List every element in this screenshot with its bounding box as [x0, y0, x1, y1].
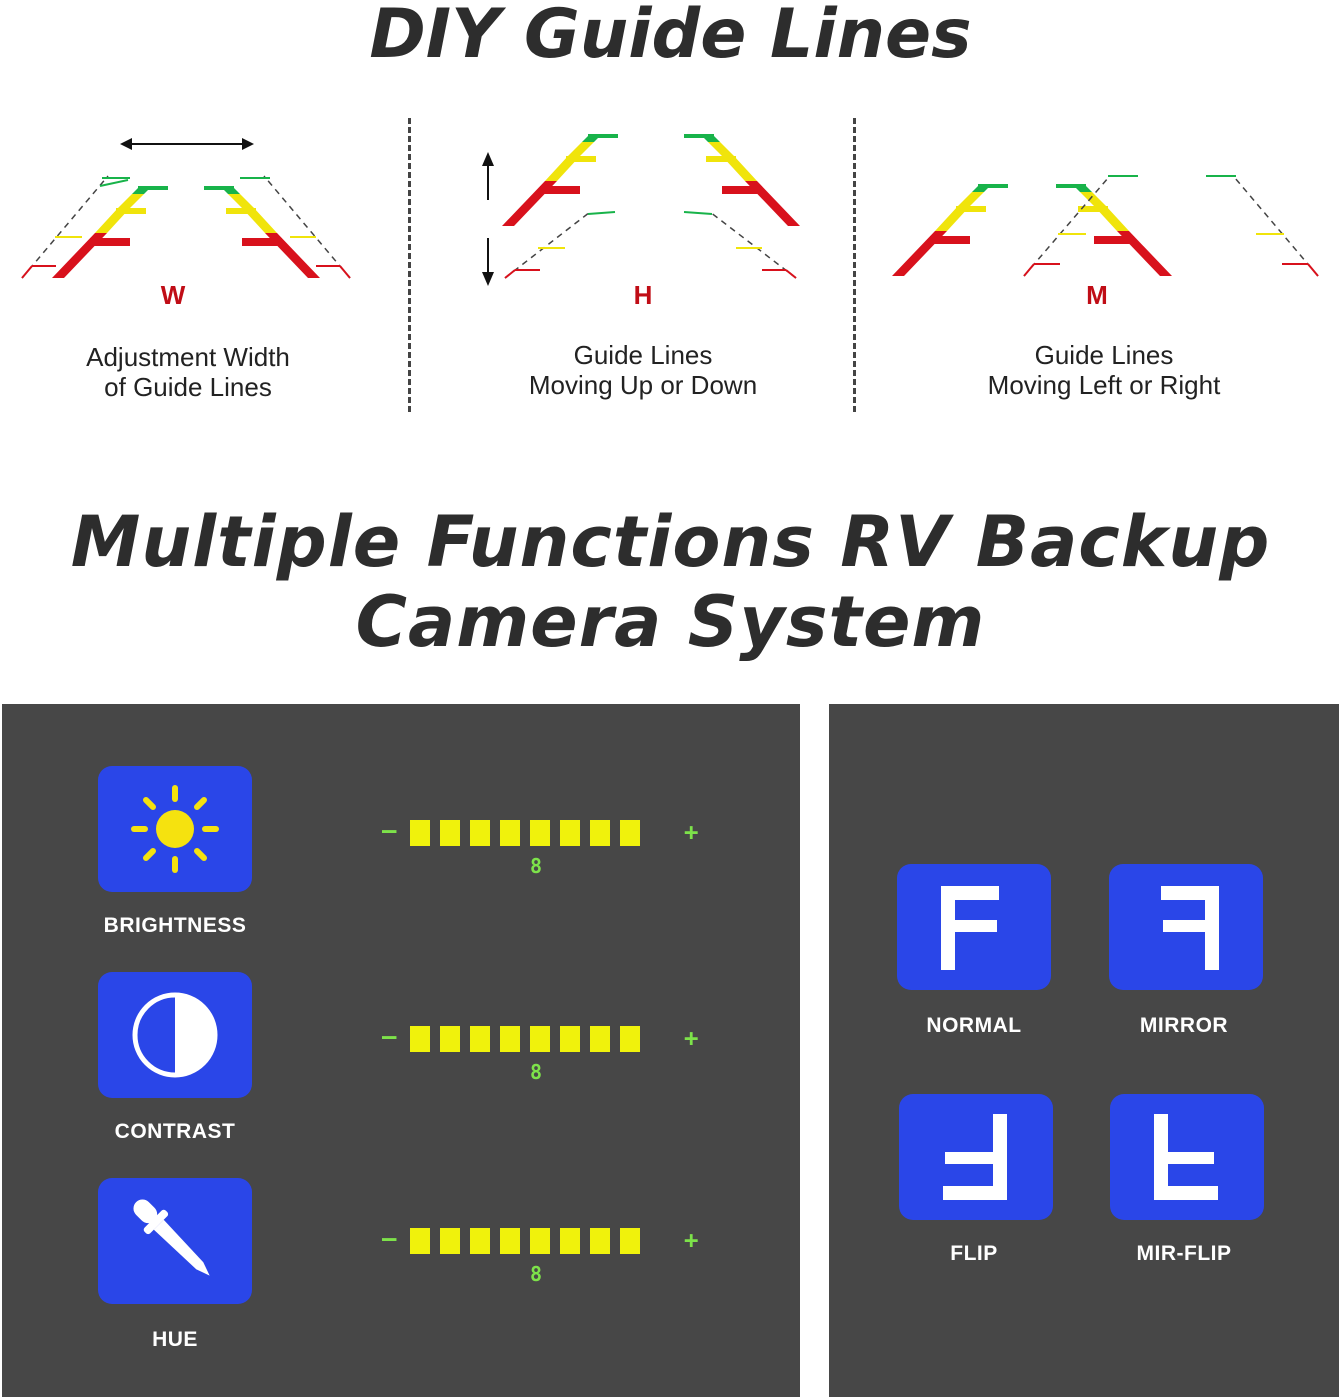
section-letter-h: H [633, 280, 653, 310]
f-flip-icon [943, 1114, 1007, 1200]
hue-increase[interactable]: + [684, 1226, 699, 1254]
level-segment [500, 820, 520, 846]
section-divider [408, 118, 411, 412]
section-caption-shift: Guide Lines Moving Left or Right [936, 340, 1272, 400]
brightness-level-bar[interactable]: – + 8 [382, 816, 702, 880]
flip-mode-button[interactable] [899, 1094, 1053, 1220]
shift-guide-illustration [892, 175, 1319, 277]
hue-value: 8 [529, 1262, 543, 1286]
level-segment [500, 1026, 520, 1052]
guide-lines-title: DIY Guide Lines [369, 0, 972, 74]
contrast-decrease[interactable]: – [382, 1022, 397, 1050]
f-mirror-icon [1161, 886, 1219, 970]
level-segment [530, 820, 550, 846]
level-segment [620, 820, 640, 846]
hue-label: HUE [152, 1328, 198, 1351]
width-guide-illustration [21, 138, 351, 279]
level-segment [560, 1228, 580, 1254]
caption-line: Guide Lines [573, 340, 713, 370]
level-segment [470, 1228, 490, 1254]
mirror-mode-label: MIRROR [1139, 1014, 1229, 1037]
f-mirflip-icon [1154, 1114, 1218, 1200]
level-segment [410, 1026, 430, 1052]
level-segment [530, 1228, 550, 1254]
hue-decrease[interactable]: – [382, 1224, 397, 1252]
level-segment [470, 820, 490, 846]
level-segment [440, 1026, 460, 1052]
contrast-increase[interactable]: + [684, 1024, 699, 1052]
level-segment [560, 1026, 580, 1052]
caption-line: Adjustment Width [86, 342, 290, 372]
level-segment [590, 1228, 610, 1254]
level-segment [440, 1228, 460, 1254]
flip-mode-label: FLIP [950, 1242, 998, 1265]
contrast-level-bar[interactable]: – + 8 [382, 1022, 702, 1086]
level-segment [620, 1026, 640, 1052]
functions-title: Multiple Functions RV Backup Camera Syst… [0, 502, 1341, 662]
brightness-value: 8 [529, 854, 543, 878]
brightness-button[interactable] [98, 766, 252, 892]
section-divider [853, 118, 856, 412]
normal-mode-label: NORMAL [926, 1014, 1022, 1037]
caption-line: of Guide Lines [104, 372, 272, 402]
mirror-mode-button[interactable] [1109, 864, 1263, 990]
level-segment [530, 1026, 550, 1052]
level-segment [410, 1228, 430, 1254]
level-segment [470, 1026, 490, 1052]
contrast-label: CONTRAST [114, 1120, 236, 1143]
normal-mode-button[interactable] [897, 864, 1051, 990]
eyedropper-icon [133, 1199, 210, 1276]
mirflip-mode-label: MIR-FLIP [1136, 1242, 1232, 1265]
hue-level-bar[interactable]: – + 8 [382, 1224, 702, 1288]
f-normal-icon [941, 886, 999, 970]
level-segment [620, 1228, 640, 1254]
brightness-decrease[interactable]: – [382, 816, 397, 844]
contrast-button[interactable] [98, 972, 252, 1098]
brightness-label: BRIGHTNESS [103, 914, 247, 937]
section-caption-height: Guide Lines Moving Up or Down [480, 340, 806, 400]
contrast-value: 8 [529, 1060, 543, 1084]
section-letter-m: M [1086, 280, 1108, 310]
brightness-increase[interactable]: + [684, 818, 699, 846]
level-segment [590, 820, 610, 846]
level-segment [410, 820, 430, 846]
functions-title-line2: Camera System [355, 581, 986, 663]
sun-icon [131, 785, 219, 873]
section-caption-width: Adjustment Width of Guide Lines [40, 342, 336, 402]
level-segment [590, 1026, 610, 1052]
functions-title-line1: Multiple Functions RV Backup [70, 501, 1271, 583]
guide-lines-illustration [21, 134, 1319, 286]
level-segment [500, 1228, 520, 1254]
caption-line: Guide Lines [1034, 340, 1174, 370]
height-guide-illustration [482, 134, 800, 286]
mirflip-mode-button[interactable] [1110, 1094, 1264, 1220]
orientation-panel: NORMAL MIRROR FLIP MIR-FLIP [829, 704, 1339, 1397]
caption-line: Moving Left or Right [987, 370, 1221, 400]
hue-button[interactable] [98, 1178, 252, 1304]
level-segment [560, 820, 580, 846]
section-letter-w: W [160, 280, 186, 310]
caption-line: Moving Up or Down [528, 370, 758, 400]
image-settings-panel: BRIGHTNESS – + 8 CONTRAST – + 8 HUE – + … [2, 704, 800, 1397]
level-segment [440, 820, 460, 846]
contrast-icon [132, 992, 218, 1078]
